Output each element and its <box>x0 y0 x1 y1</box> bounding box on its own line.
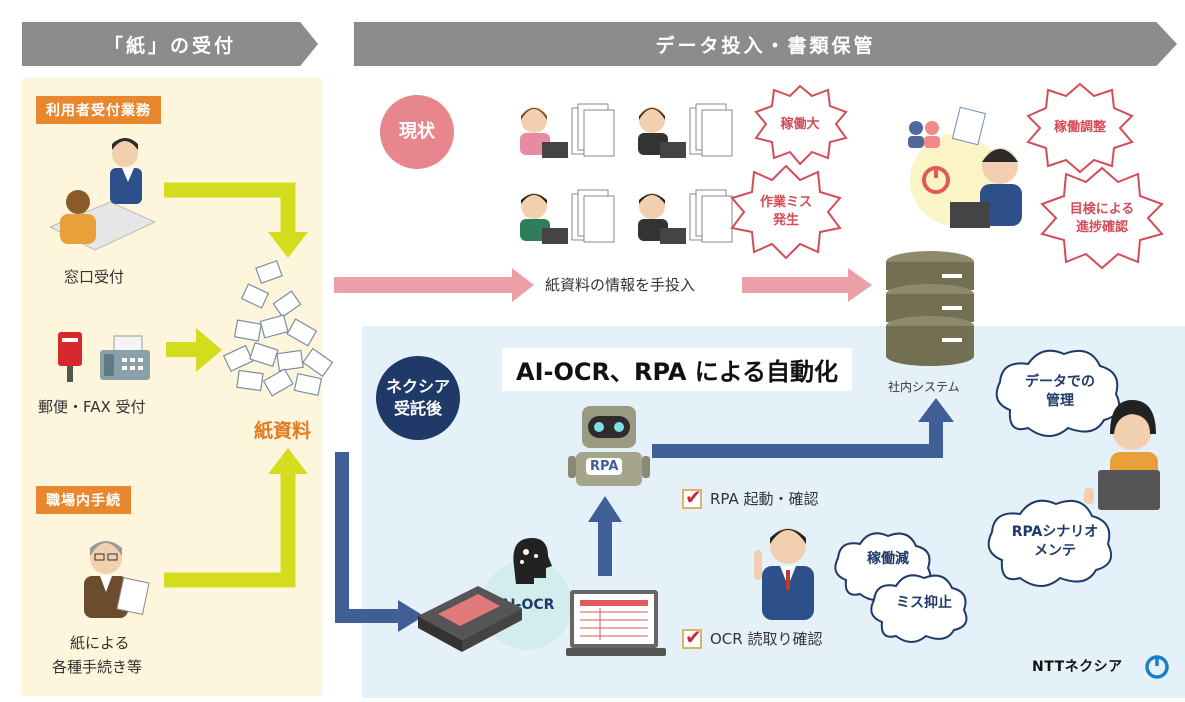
check-rpa-start: RPA 起動・確認 <box>682 485 819 509</box>
caption-mail-fax-reception: 郵便・FAX 受付 <box>38 398 146 416</box>
label-workplace-procedures: 職場内手続 <box>36 486 131 514</box>
burst-visual-check-shape <box>1040 166 1164 270</box>
checkbox-icon <box>682 625 702 649</box>
company-logo-icon <box>1145 655 1169 679</box>
cloud-data-mgmt-text: データでの 管理 <box>1025 374 1095 409</box>
laptop-form-icon <box>566 590 666 656</box>
cloud-rpa-maint-text: RPAシナリオ メンテ <box>1011 524 1099 559</box>
mailbox-icon <box>58 332 82 382</box>
cloud-less-errors-text: ミス抑止 <box>896 594 952 611</box>
paper-documents-label: 紙資料 <box>254 420 312 442</box>
operator-woman-illustration <box>1084 400 1160 510</box>
check-rpa-start-label: RPA 起動・確認 <box>710 490 819 508</box>
elderly-employee-illustration <box>84 541 150 618</box>
burst-errors-text: 作業ミス 発生 <box>759 195 812 228</box>
counter-reception-illustration <box>48 138 157 251</box>
badge-current-state: 現状 <box>380 95 454 169</box>
businessman-illustration <box>754 528 814 620</box>
burst-workload-shape <box>754 84 848 166</box>
cloud-less-errors-shape <box>870 574 968 643</box>
cloud-rpa-maint-shape <box>987 499 1112 587</box>
cloud-data-mgmt-shape <box>995 349 1120 437</box>
burst-errors-shape <box>730 164 842 260</box>
cloud-less-work-text: 稼働減 <box>867 550 909 567</box>
badge-after-outsourcing: ネクシア 受託後 <box>376 356 460 440</box>
caption-paper-procedures-line2: 各種手続き等 <box>52 658 143 676</box>
banner-data-input-storage: データ投入・書類保管 <box>354 22 1177 66</box>
stressed-manager-illustration <box>908 106 1022 228</box>
rpa-label: RPA <box>586 458 623 475</box>
scanner-icon <box>418 586 522 652</box>
fax-machine-icon <box>100 335 150 380</box>
ai-brain-head-icon <box>513 538 552 584</box>
company-logo-text: NTTネクシア <box>1032 659 1123 675</box>
burst-adjust-shape <box>1026 82 1134 174</box>
caption-counter-reception: 窓口受付 <box>64 268 125 286</box>
check-ocr-reading: OCR 読取り確認 <box>682 625 823 649</box>
check-ocr-reading-label: OCR 読取り確認 <box>710 630 823 648</box>
paper-pile-illustration <box>222 259 334 397</box>
burst-workload-text: 稼働大 <box>780 117 820 133</box>
database-label: 社内システム <box>888 380 960 394</box>
manual-input-label: 紙資料の情報を手投入 <box>545 276 696 294</box>
label-user-reception: 利用者受付業務 <box>36 96 161 124</box>
manual-workers-illustration <box>520 103 733 244</box>
caption-paper-procedures-line1: 紙による <box>70 634 130 652</box>
automation-headline: AI-OCR、RPA による自動化 <box>502 348 853 391</box>
checkbox-icon <box>682 485 702 509</box>
banner-paper-reception: 「紙」の受付 <box>22 22 318 66</box>
burst-adjust-text: 稼働調整 <box>1053 120 1106 136</box>
burst-visual-check-text: 目検による 進捗確認 <box>1069 202 1135 235</box>
database-icon <box>886 251 974 366</box>
